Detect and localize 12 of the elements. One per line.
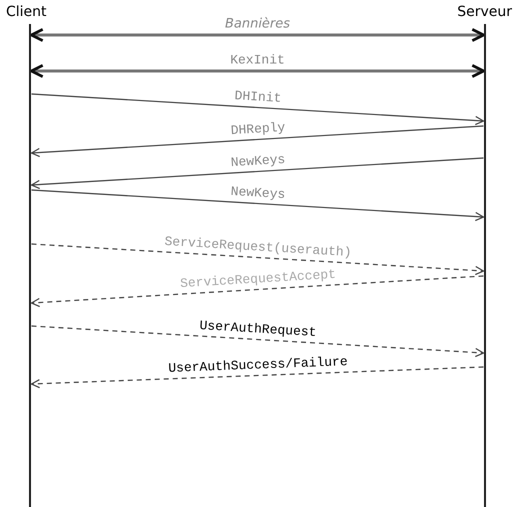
message-arrow (30, 28, 485, 42)
message-arrow (31, 243, 484, 276)
participant-name: Client (6, 4, 47, 20)
message-arrow (30, 64, 485, 78)
message-arrow (31, 93, 484, 126)
message-arrow (30, 275, 484, 308)
message-arrow (30, 125, 484, 158)
participant-name: Serveur (457, 4, 512, 20)
message-arrow (30, 157, 484, 190)
message-arrow (31, 189, 484, 222)
message-arrow (30, 366, 484, 388)
message-arrow (31, 325, 484, 358)
